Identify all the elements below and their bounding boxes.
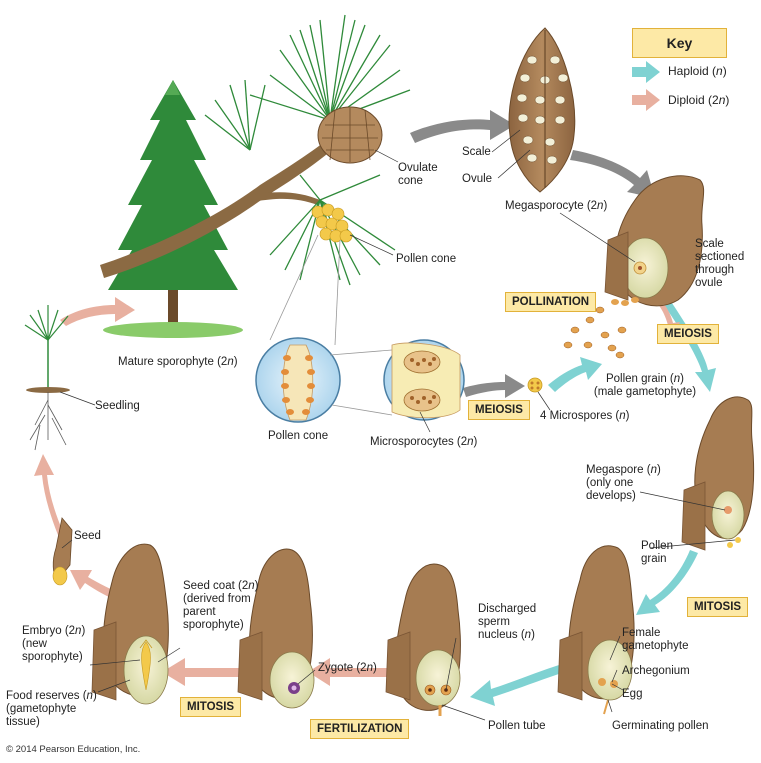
key-diploid-label: Diploid (2n) — [668, 93, 730, 107]
label-seed: Seed — [74, 530, 101, 542]
label-zygote: Zygote (2n) — [318, 662, 377, 674]
ovulate-cone-detail — [508, 27, 576, 193]
label-pollen-cone-circle: Pollen cone — [268, 430, 329, 442]
stage-meiosis-center: MEIOSIS — [468, 400, 530, 420]
stage-meiosis-right: MEIOSIS — [657, 324, 719, 344]
label-egg: Egg — [622, 688, 643, 700]
ovule-section-megaspore — [681, 396, 755, 551]
label-microsporocytes: Microsporocytes (2n) — [370, 436, 478, 448]
pollen-cone-circle — [255, 337, 341, 423]
key-haploid-label: Haploid (n) — [668, 64, 727, 78]
key-diploid-swatch — [632, 89, 660, 111]
seedling-drawing — [24, 305, 70, 451]
key-haploid-swatch — [632, 61, 660, 83]
label-archegonium: Archegonium — [622, 665, 690, 677]
diploid-arrow-fertilization-to-zygote — [308, 658, 405, 686]
label-pollen-grain-male: Pollen grain (n)(male gametophyte) — [593, 373, 697, 398]
diploid-arrow-seedling-to-tree — [60, 297, 135, 326]
ovule-section-discharged — [385, 563, 461, 716]
label-four-microspores: 4 Microspores (n) — [540, 410, 630, 422]
ovule-section-germinating — [557, 545, 635, 715]
zoom-lines — [269, 234, 341, 346]
diploid-arrow-zygote-to-seed — [162, 658, 262, 686]
stage-fertilization: FERTILIZATION — [310, 719, 410, 739]
stage-pollination: POLLINATION — [505, 292, 597, 312]
stage-mitosis-right: MITOSIS — [687, 597, 749, 617]
pollen-grains — [563, 306, 627, 359]
label-pollen-tube: Pollen tube — [488, 720, 546, 732]
copyright-notice: © 2014 Pearson Education, Inc. — [6, 744, 141, 755]
seed-drawing — [52, 517, 73, 586]
label-germinating-pollen: Germinating pollen — [612, 720, 709, 732]
microsporocyte-circle — [383, 339, 465, 421]
gray-arrow-microsporocytes — [463, 374, 525, 398]
label-ovule: Ovule — [462, 173, 493, 185]
haploid-arrow-mitosis — [636, 550, 698, 615]
ovule-section-seed — [91, 543, 169, 705]
haploid-arrow-microspores — [548, 357, 602, 392]
mature-pine-tree — [103, 80, 243, 338]
label-pollen-cone-top: Pollen cone — [396, 253, 457, 265]
ovule-section-zygote — [237, 548, 315, 709]
label-megasporocyte: Megasporocyte (2n) — [505, 200, 608, 212]
gray-arrow-branch-to-cone — [410, 110, 515, 143]
label-seedling: Seedling — [95, 400, 140, 412]
ovulate-cone-on-branch — [317, 106, 383, 164]
four-microspores — [527, 377, 543, 393]
pine-branch — [100, 14, 411, 286]
leader-lines — [59, 129, 736, 721]
diploid-arrow-seed-to-seedling — [34, 454, 63, 535]
label-mature-sporophyte: Mature sporophyte (2n) — [118, 356, 238, 368]
gray-arrow-cone-to-section — [570, 150, 655, 198]
pollen-cone-cluster — [311, 203, 353, 243]
stage-mitosis-left: MITOSIS — [180, 697, 242, 717]
label-scale: Scale — [462, 146, 491, 158]
haploid-arrow-fertilization — [470, 664, 565, 706]
key-title: Key — [632, 28, 727, 58]
ovule-section-megasporocyte — [604, 175, 705, 307]
